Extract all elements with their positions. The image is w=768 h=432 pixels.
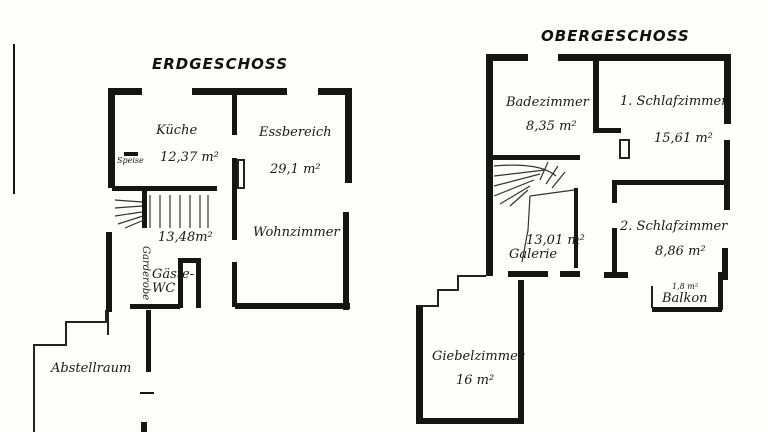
erdgeschoss-walls bbox=[13, 44, 352, 432]
room-badezimmer-name: Badezimmer bbox=[506, 95, 589, 110]
room-giebelzimmer-name: Giebelzimmer bbox=[432, 349, 524, 364]
room-galerie-name: Galerie bbox=[509, 247, 558, 262]
room-schlafzimmer2-name: 2. Schlafzimmer bbox=[620, 219, 728, 234]
room-abstellraum-name: Abstellraum bbox=[51, 361, 132, 376]
erdgeschoss-title: ERDGESCHOSS bbox=[152, 55, 288, 73]
room-schlafzimmer1-name: 1. Schlafzimmer bbox=[620, 94, 728, 109]
giebel-roof-outline bbox=[418, 275, 486, 307]
obergeschoss-walls bbox=[416, 54, 731, 424]
abstellraum-outline bbox=[33, 310, 107, 432]
room-garderobe-name: Garderobe bbox=[140, 246, 151, 301]
room-giebelzimmer-area: 16 m² bbox=[456, 373, 495, 388]
room-flur-area: 13,48m² bbox=[158, 230, 213, 245]
room-essbereich-name: Essbereich bbox=[259, 125, 332, 140]
room-galerie-area: 13,01 m² bbox=[526, 233, 585, 248]
room-gaeste-wc-name: Gäste-WC bbox=[152, 267, 195, 297]
room-essbereich-area: 29,1 m² bbox=[270, 162, 321, 177]
obergeschoss-title: OBERGESCHOSS bbox=[541, 27, 690, 45]
erdgeschoss-stairs bbox=[114, 195, 209, 229]
room-balkon-area: 1,8 m² bbox=[672, 282, 699, 291]
room-speise-name: Speise bbox=[117, 156, 144, 165]
room-wohnzimmer-name: Wohnzimmer bbox=[253, 225, 340, 240]
room-schlafzimmer1-area: 15,61 m² bbox=[654, 131, 713, 146]
room-schlafzimmer2-area: 8,86 m² bbox=[655, 244, 706, 259]
room-kueche-name: Küche bbox=[156, 123, 198, 138]
room-balkon-name: Balkon bbox=[662, 291, 708, 306]
obergeschoss-stairs bbox=[493, 161, 575, 263]
room-badezimmer-area: 8,35 m² bbox=[526, 119, 577, 134]
room-kueche-area: 12,37 m² bbox=[160, 150, 219, 165]
